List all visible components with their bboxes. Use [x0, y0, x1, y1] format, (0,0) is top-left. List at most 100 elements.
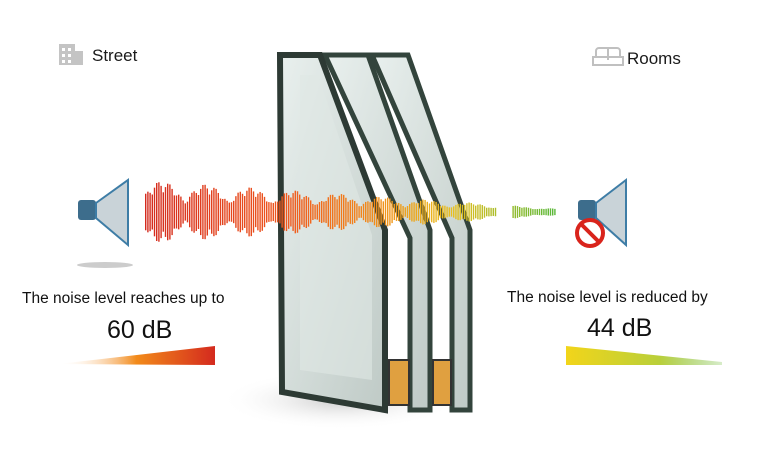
wave-bar [464, 204, 466, 220]
wave-bar [266, 201, 268, 223]
wave-bar [428, 203, 431, 221]
wave-bar [380, 199, 382, 225]
wave-bar [241, 193, 244, 231]
wave-bar [167, 183, 169, 241]
wave-bar [475, 205, 477, 219]
wave-bar [175, 195, 178, 229]
wave-bar [373, 198, 376, 226]
wave-bar [235, 196, 237, 228]
wave-bar [228, 202, 230, 222]
wave-bar [442, 205, 444, 219]
wave-bar [224, 198, 226, 226]
wave-bar [490, 207, 492, 217]
wave-bar [213, 187, 215, 237]
wave-bar [376, 196, 378, 228]
wave-bar [285, 192, 288, 232]
wave-bar [255, 196, 257, 228]
wave-bar [321, 201, 323, 223]
wave-bar [277, 201, 279, 223]
wave-bar [186, 201, 189, 223]
wave-bar [512, 205, 514, 219]
wave-bar [404, 207, 406, 217]
wave-bar [244, 196, 246, 228]
wave-bar [270, 202, 272, 222]
wave-bar [204, 184, 206, 240]
rooms-label: Rooms [627, 49, 681, 68]
wave-bar [281, 196, 283, 228]
wave-bar [259, 191, 261, 233]
wave-bar [402, 205, 404, 219]
wave-bar [195, 192, 197, 232]
wave-bar [409, 203, 411, 221]
wave-bar [389, 198, 391, 226]
wave-bar [457, 203, 459, 221]
wave-bar [149, 192, 151, 232]
wave-bar [303, 196, 305, 228]
wave-bar [290, 197, 292, 227]
wave-bar [343, 194, 345, 230]
wave-bar [171, 188, 173, 236]
wave-bar [448, 207, 450, 217]
wave-bar [261, 193, 263, 231]
street-label: Street [92, 46, 138, 65]
wave-bar [525, 207, 527, 217]
wave-bar [532, 209, 534, 215]
wave-bar [299, 194, 301, 230]
wave-bar [230, 202, 233, 222]
wave-bar [345, 197, 347, 227]
wave-bar [422, 199, 424, 225]
wave-bar [541, 208, 543, 216]
wave-bar [367, 201, 369, 223]
wave-bar [382, 201, 384, 223]
wave-bar [450, 207, 453, 217]
wave-bar [206, 188, 208, 236]
wave-bar [362, 203, 365, 221]
left-caption: The noise level reaches up to [22, 290, 225, 307]
wave-bar [252, 191, 255, 233]
wave-bar [358, 206, 360, 218]
wave-bar [257, 193, 259, 231]
wave-bar [356, 203, 358, 221]
wave-bar [384, 198, 387, 226]
wave-bar [160, 185, 162, 239]
wave-bar [420, 200, 422, 224]
wave-bar [446, 206, 448, 218]
mute-prohibited-icon [575, 218, 605, 248]
wave-bar [147, 191, 149, 233]
speaker-icon-left [77, 178, 133, 268]
right-noise-value: 44 dB [587, 314, 653, 342]
wave-bar [217, 192, 219, 232]
wave-bar [365, 201, 367, 223]
wave-bar [156, 182, 158, 242]
wave-bar [239, 191, 241, 233]
wave-bar [492, 208, 494, 216]
wave-bar [417, 203, 420, 221]
wave-bar [549, 208, 552, 216]
wave-bar [283, 193, 285, 231]
wave-bar [431, 201, 433, 223]
wave-bar [272, 202, 274, 222]
wave-bar [197, 195, 200, 229]
wave-bar [158, 182, 160, 242]
wave-bar [545, 208, 547, 216]
wave-bar [413, 202, 415, 222]
wave-bar [439, 206, 442, 218]
wave-bar [182, 200, 184, 224]
wave-bar [162, 192, 164, 232]
wave-bar [534, 209, 536, 215]
wave-bar [336, 199, 338, 225]
wave-bar [519, 206, 521, 218]
wave-bar [426, 201, 428, 223]
wave-bar [180, 196, 182, 228]
wave-bar [178, 194, 180, 230]
wave-bar [486, 207, 488, 217]
wave-bar [349, 200, 351, 224]
wave-bar [433, 201, 435, 223]
wave-bar [329, 194, 332, 230]
wave-bar [314, 204, 316, 220]
wave-bar [354, 200, 356, 224]
wave-bar [466, 203, 468, 221]
wave-bar [193, 191, 195, 233]
wave-bar [305, 195, 307, 229]
wave-bar [248, 187, 250, 237]
